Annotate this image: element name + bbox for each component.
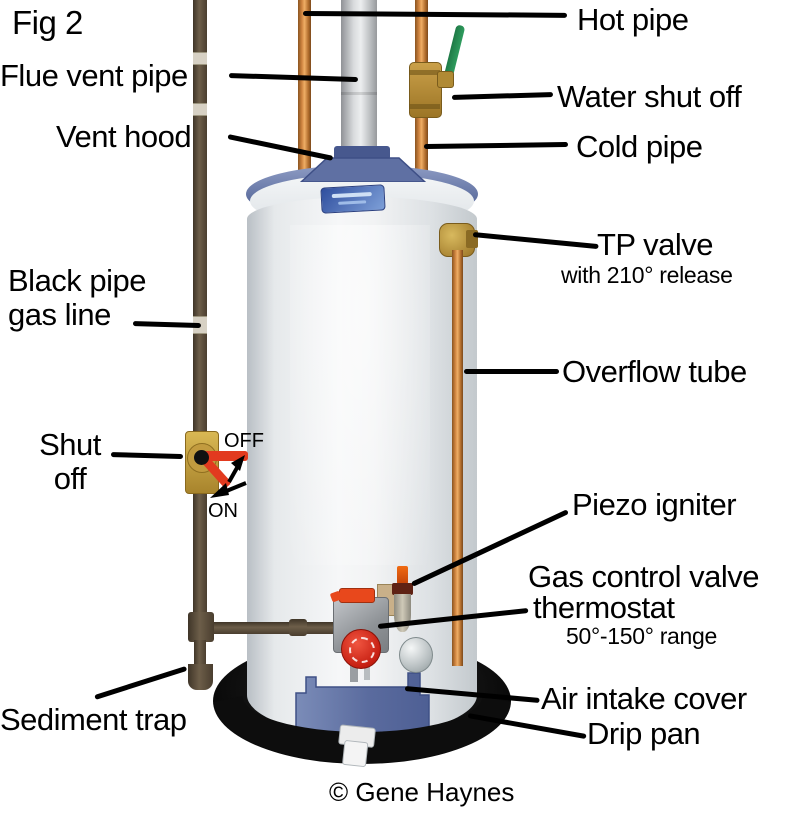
leader-flue-vent-pipe [228, 73, 359, 83]
tank-brand-label [320, 184, 386, 214]
water-shutoff-stem-nut [437, 71, 454, 88]
label-shut-off-line1: Shut [39, 427, 101, 462]
label-overflow-tube: Overflow tube [562, 354, 747, 389]
leader-cold-pipe [423, 141, 569, 149]
label-vent-hood: Vent hood [56, 119, 192, 154]
label-off: OFF [224, 430, 264, 452]
label-black-pipe-line2: gas line [8, 297, 111, 333]
label-thermostat: thermostat [533, 590, 675, 625]
gas-pipe-coupling [193, 103, 207, 116]
gas-pipe-coupling [193, 52, 207, 65]
label-flue-vent-pipe: Flue vent pipe [0, 58, 188, 93]
label-on: ON [208, 500, 238, 522]
label-hot-pipe: Hot pipe [577, 2, 689, 37]
label-thermostat-range: 50°-150° range [566, 623, 718, 649]
tank-highlight [290, 225, 430, 565]
sediment-trap-cap [188, 664, 213, 690]
gas-shutoff-handle-arm [203, 451, 248, 461]
label-black-pipe-gas-line: Black pipe gas line [8, 263, 147, 333]
leader-overflow-tube [464, 369, 559, 374]
label-shut-off: Shut off [18, 427, 122, 497]
label-gas-control-valve: Gas control valve [528, 559, 760, 594]
label-tp-valve-release: with 210° release [561, 262, 733, 288]
label-black-pipe-line1: Black pipe [8, 263, 147, 298]
drip-pan-front [214, 696, 511, 763]
label-tp-valve: TP valve [597, 227, 714, 262]
water-shutoff-ridge [409, 70, 440, 75]
gas-shutoff-stem [194, 450, 209, 465]
vent-hood [299, 157, 427, 182]
sediment-trap-pipe [194, 640, 206, 668]
label-air-intake-cover: Air intake cover [541, 681, 747, 716]
flue-pipe-seam [341, 92, 377, 95]
hot-pipe [298, 0, 311, 182]
leader-water-shut-off [451, 92, 554, 100]
water-shutoff-ridge [409, 104, 440, 109]
figure-title: Fig 2 [12, 4, 83, 41]
label-cold-pipe: Cold pipe [576, 129, 703, 164]
overflow-tube [452, 250, 463, 666]
drain-fitting-pipe [341, 739, 369, 768]
on-arrow-icon [210, 481, 247, 498]
thermostat-dial [341, 629, 381, 669]
drain-fitting [336, 724, 376, 768]
gas-pipe-union [289, 619, 307, 636]
gas-pipe-horizontal [210, 622, 336, 634]
piezo-igniter-cap [397, 566, 408, 584]
label-drip-pan: Drip pan [587, 716, 701, 751]
label-piezo-igniter: Piezo igniter [572, 487, 737, 522]
label-shut-off-line2: off [53, 461, 87, 497]
tank-brand-mark [331, 192, 372, 199]
leader-vent-hood [227, 134, 334, 161]
leader-tp-valve [472, 232, 599, 250]
vent-hood-collar [334, 146, 390, 160]
label-water-shut-off: Water shut off [557, 79, 742, 114]
gas-pipe-tee [188, 612, 214, 642]
gas-control-knob [339, 588, 375, 603]
off-arrow-icon [227, 455, 245, 483]
piezo-igniter-band [392, 583, 413, 595]
thermostat-dial-ring [349, 637, 375, 663]
leader-sediment-trap [94, 665, 188, 700]
pilot-sight-glass [399, 637, 433, 673]
label-sediment-trap: Sediment trap [0, 702, 187, 737]
copyright: © Gene Haynes [329, 777, 515, 807]
tank-brand-mark [338, 200, 367, 205]
